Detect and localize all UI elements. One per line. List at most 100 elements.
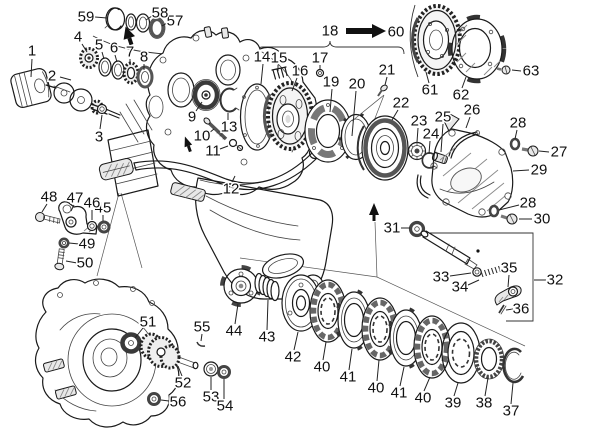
- part-label-30-30: 30: [534, 211, 551, 228]
- part-22-clutch-drum-drawing: [356, 115, 409, 181]
- part-4-leader-line: [81, 43, 88, 53]
- part-footpeg-drawing: [170, 182, 206, 202]
- part-label-20-19: 20: [349, 76, 366, 93]
- part-label-23-22: 23: [411, 113, 428, 130]
- part-25-leader-line: [440, 123, 444, 153]
- part-38-ring-nut-drawing: [473, 338, 505, 380]
- part-label-49-52: 49: [79, 236, 96, 253]
- part-label-33-33: 33: [433, 269, 450, 286]
- part-51-bearing-drawing: [120, 332, 142, 354]
- part-label-7-6: 7: [126, 44, 134, 61]
- part-49-leader-line: [68, 242, 80, 245]
- part-label-45-48: 45: [95, 200, 112, 217]
- part-52-gear-shaft-drawing: [139, 332, 199, 370]
- part-label-16-15: 16: [292, 63, 309, 80]
- part-label-37-37: 37: [503, 403, 520, 420]
- part-label-61-64: 61: [422, 82, 439, 99]
- part-label-34-34: 34: [452, 279, 469, 296]
- part-19-leader-line: [329, 88, 333, 113]
- part-label-12-11: 12: [223, 181, 240, 198]
- part-label-41-43: 41: [391, 385, 408, 402]
- part-50-bolt-drawing: [54, 248, 65, 271]
- part-44-spider-drawing: [220, 265, 262, 307]
- part-48-leader-line: [41, 203, 48, 213]
- part-33-washer-drawing: [472, 267, 482, 277]
- part-label-53-56: 53: [203, 389, 220, 406]
- part-26-leader-line: [465, 116, 471, 129]
- part-49-nut-drawing: [58, 237, 70, 249]
- part-label-47-50: 47: [67, 190, 84, 207]
- part-label-11-10: 11: [205, 143, 221, 160]
- part-label-9-8: 9: [188, 109, 196, 126]
- part-label-28-28: 28: [520, 195, 537, 212]
- part-31-cap-drawing: [408, 220, 426, 238]
- part-label-13-12: 13: [221, 119, 238, 136]
- part-label-17-16: 17: [312, 50, 329, 67]
- part-42-leader-line: [293, 331, 299, 351]
- part-label-15-14: 15: [271, 50, 288, 67]
- part-label-63-66: 63: [523, 63, 540, 80]
- part-63-leader-line: [511, 69, 522, 72]
- part-48-bolt-drawing: [35, 212, 61, 224]
- part-39-end-plate-drawing: [441, 322, 481, 384]
- part-label-40-40: 40: [314, 359, 331, 376]
- part-5-leader-line: [101, 51, 105, 60]
- part-label-27-26: 27: [551, 144, 568, 161]
- part-16-leader-line: [291, 77, 298, 92]
- part-1-leader-line: [30, 58, 33, 78]
- part-label-31-31: 31: [384, 220, 401, 237]
- part-label-44-47: 44: [226, 323, 243, 340]
- parts-40-41-clutch-discs-drawing: [310, 280, 450, 378]
- part-label-39-39: 39: [445, 395, 462, 412]
- part-label-40-42: 40: [368, 380, 385, 397]
- part-label-59-62: 59: [78, 9, 95, 26]
- part-11-leader-line: [219, 145, 229, 150]
- label-60-curve: [409, 4, 419, 78]
- part-label-1-0: 1: [28, 43, 36, 60]
- part-label-35-35: 35: [501, 260, 518, 277]
- part-43-leader-line: [266, 299, 269, 331]
- part-57-leader-line: [161, 22, 168, 27]
- part-28-washer-bottom-drawing: [488, 204, 500, 218]
- part-29-leader-line: [512, 169, 530, 172]
- part-9-leader-line: [195, 101, 203, 112]
- part-label-41-41: 41: [340, 369, 357, 386]
- part-9-bearing-drawing: [191, 79, 221, 111]
- part-24-leader-line: [428, 140, 431, 155]
- part-37-leader-line: [510, 382, 514, 405]
- part-13-circlip-drawing: [219, 87, 240, 113]
- part-10-leader-line: [208, 128, 215, 134]
- part-34-spring-drawing: [480, 265, 502, 278]
- part-62-clutch-bell-drawing: [447, 14, 507, 84]
- part-21-leader-line: [384, 76, 388, 86]
- part-label-51-54: 51: [140, 314, 157, 331]
- part-10-bolt-drawing: [203, 117, 228, 141]
- part-label-56-59: 56: [170, 394, 187, 411]
- part-label-48-51: 48: [41, 189, 58, 206]
- part-55-clip-drawing: [196, 341, 206, 347]
- part-label-57-60: 57: [167, 13, 184, 30]
- part-label-55-58: 55: [194, 319, 211, 336]
- part-label-25-24: 25: [435, 109, 452, 126]
- part-56-leader-line: [160, 399, 170, 402]
- part-label-18-17: 18: [322, 23, 339, 40]
- part-14-leader-line: [260, 63, 264, 85]
- part-label-6-5: 6: [110, 40, 118, 57]
- part-14-ring-drawing: [239, 83, 275, 151]
- part-6-leader-line: [114, 54, 118, 63]
- part-50-leader-line: [65, 260, 78, 264]
- part-35-release-lever-drawing: [494, 285, 522, 306]
- part-label-10-9: 10: [194, 128, 211, 145]
- pointer-lines-crankcase: [96, 192, 143, 277]
- part-29-cover-drawing: [430, 113, 514, 218]
- part-label-3-2: 3: [95, 129, 103, 146]
- part-45-nut-drawing: [97, 220, 111, 234]
- pointer-arrow-case-icon: [184, 136, 193, 153]
- part-40-leader-line: [322, 341, 327, 361]
- part-56-nut-drawing: [147, 392, 161, 406]
- part-61-leader-line: [425, 71, 430, 84]
- part-47-leader-line: [70, 204, 75, 212]
